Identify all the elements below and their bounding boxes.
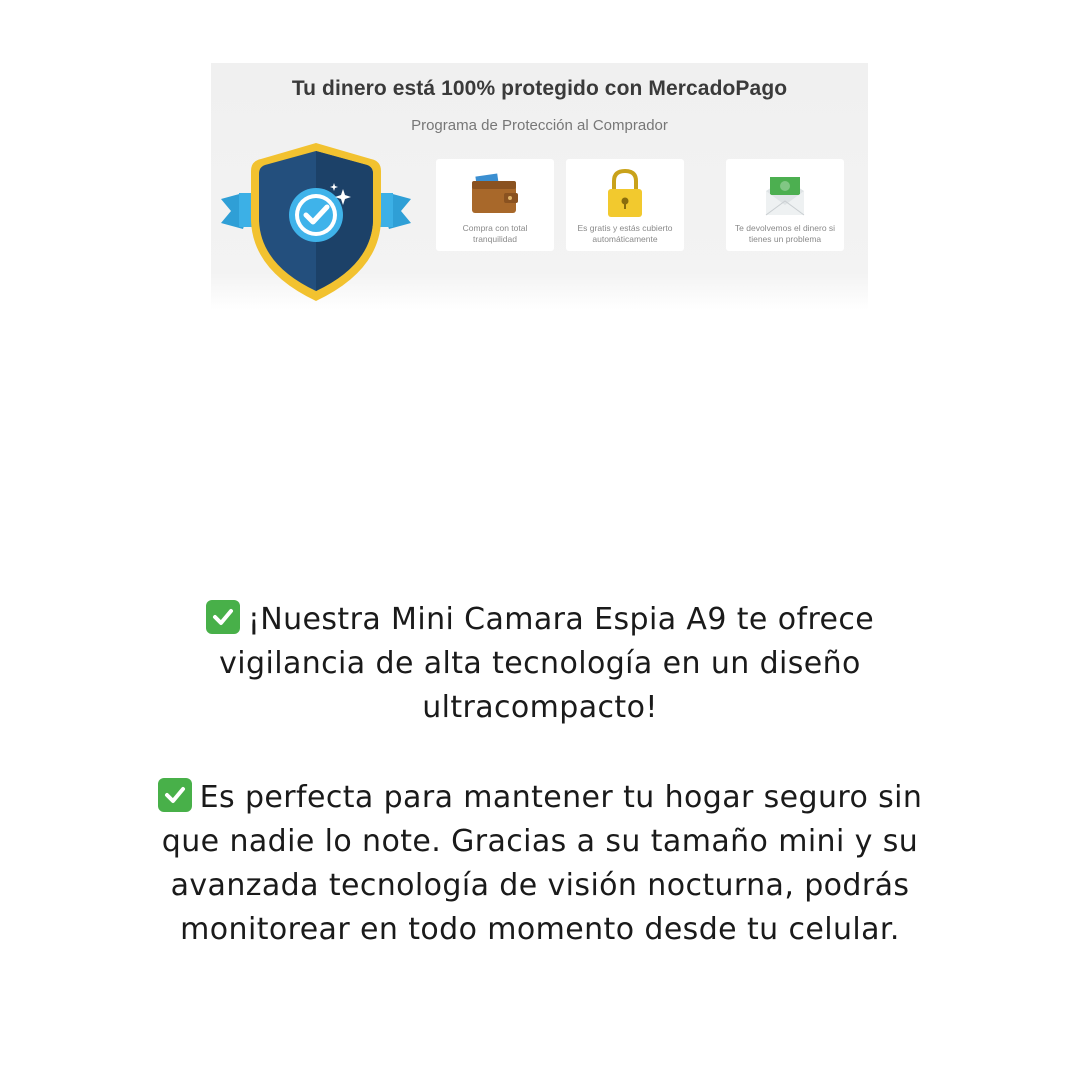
feature-label: Es gratis y estás cubierto automáticamen… bbox=[577, 223, 673, 244]
feature-label: Te devolvemos el dinero si tienes un pro… bbox=[734, 223, 836, 244]
paragraph-1-line-2: vigilancia de alta tecnología en un dise… bbox=[219, 646, 861, 681]
money-envelope-icon bbox=[765, 177, 805, 216]
feature-card-free-coverage: Es gratis y estás cubierto automáticamen… bbox=[566, 159, 684, 251]
paragraph-2-line-2: que nadie lo note. Gracias a su tamaño m… bbox=[161, 824, 919, 859]
check-mark-button-icon bbox=[205, 600, 240, 634]
paragraph-2-line-4: monitorear en todo momento desde tu celu… bbox=[180, 912, 900, 947]
feature-label: Compra con total tranquilidad bbox=[462, 223, 528, 244]
paragraph-2-line-3: avanzada tecnología de visión nocturna, … bbox=[170, 868, 910, 903]
paragraph-2-line-1: Es perfecta para mantener tu hogar segur… bbox=[199, 780, 923, 815]
feature-card-tranquility: Compra con total tranquilidad bbox=[436, 159, 554, 251]
banner-subtitle: Programa de Protección al Comprador bbox=[411, 117, 668, 134]
paragraph-1-line-1: ¡Nuestra Mini Camara Espia A9 te ofrece bbox=[247, 602, 875, 637]
description-paragraph-1: ¡Nuestra Mini Camara Espia A9 te ofrece … bbox=[50, 598, 1030, 730]
feature-card-money-back: Te devolvemos el dinero si tienes un pro… bbox=[726, 159, 844, 251]
banner-title: Tu dinero está 100% protegido con Mercad… bbox=[291, 77, 788, 100]
paragraph-1-line-3: ultracompacto! bbox=[422, 690, 658, 725]
check-mark-button-icon bbox=[157, 778, 192, 812]
shield-check-icon bbox=[221, 143, 411, 301]
padlock-icon bbox=[608, 169, 642, 217]
description-paragraph-2: Es perfecta para mantener tu hogar segur… bbox=[50, 776, 1030, 952]
wallet-icon bbox=[472, 173, 518, 213]
buyer-protection-banner: Tu dinero está 100% protegido con Mercad… bbox=[211, 63, 868, 310]
